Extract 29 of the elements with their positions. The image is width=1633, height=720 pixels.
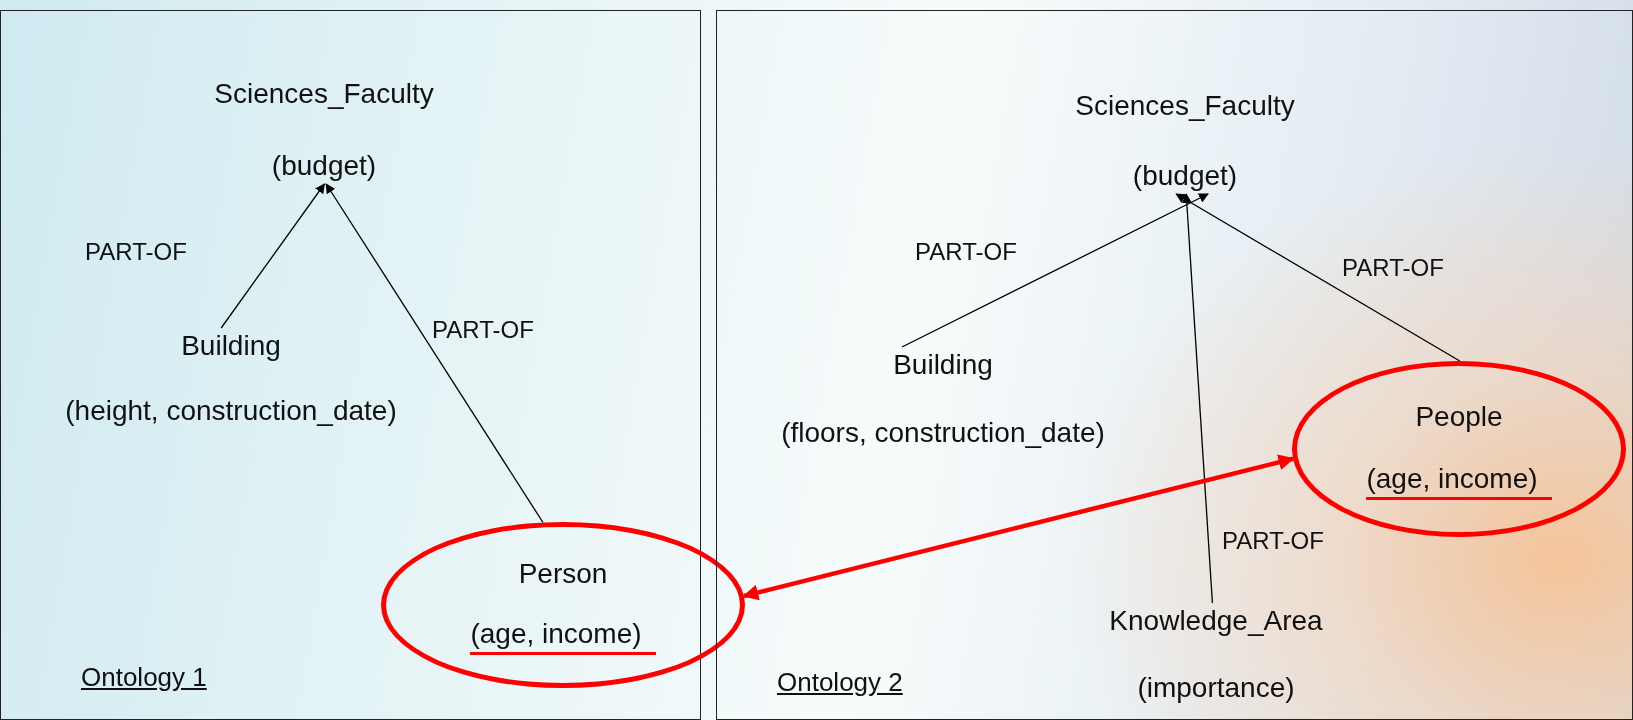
arrow — [742, 454, 1295, 601]
panel-heading: Ontology 2 — [777, 666, 903, 698]
attribute-list: (importance) — [1137, 670, 1295, 706]
attribute-list: (age, income) — [1366, 460, 1552, 500]
edge-label: PART-OF — [1222, 527, 1324, 555]
edge-label: PART-OF — [1342, 254, 1444, 282]
concept-name: People — [1415, 399, 1503, 434]
concept-name: Person — [518, 556, 608, 591]
attribute-list: (floors, construction_date) — [781, 415, 1105, 451]
concept-name: Building — [893, 348, 993, 382]
arrow — [901, 193, 1209, 348]
edge-label: PART-OF — [85, 238, 187, 266]
edge-label: PART-OF — [432, 316, 534, 344]
edge-label: PART-OF — [915, 238, 1017, 266]
arrow — [325, 183, 544, 524]
concept-name: Knowledge_Area — [1109, 604, 1323, 638]
concept-name: Sciences_Faculty — [214, 77, 434, 111]
concept-name: Building — [181, 329, 281, 363]
arrow — [1175, 193, 1461, 362]
arrow — [220, 183, 326, 329]
attribute-list: (budget) — [1132, 158, 1238, 194]
panel-frame — [716, 10, 1633, 720]
attribute-list: (budget) — [271, 148, 377, 184]
attribute-list: (height, construction_date) — [65, 393, 397, 429]
panel-heading: Ontology 1 — [81, 661, 207, 693]
highlight-ellipse — [381, 522, 745, 688]
concept-name: Sciences_Faculty — [1075, 89, 1295, 123]
arrow — [1181, 193, 1214, 604]
attribute-list: (age, income) — [470, 615, 656, 655]
